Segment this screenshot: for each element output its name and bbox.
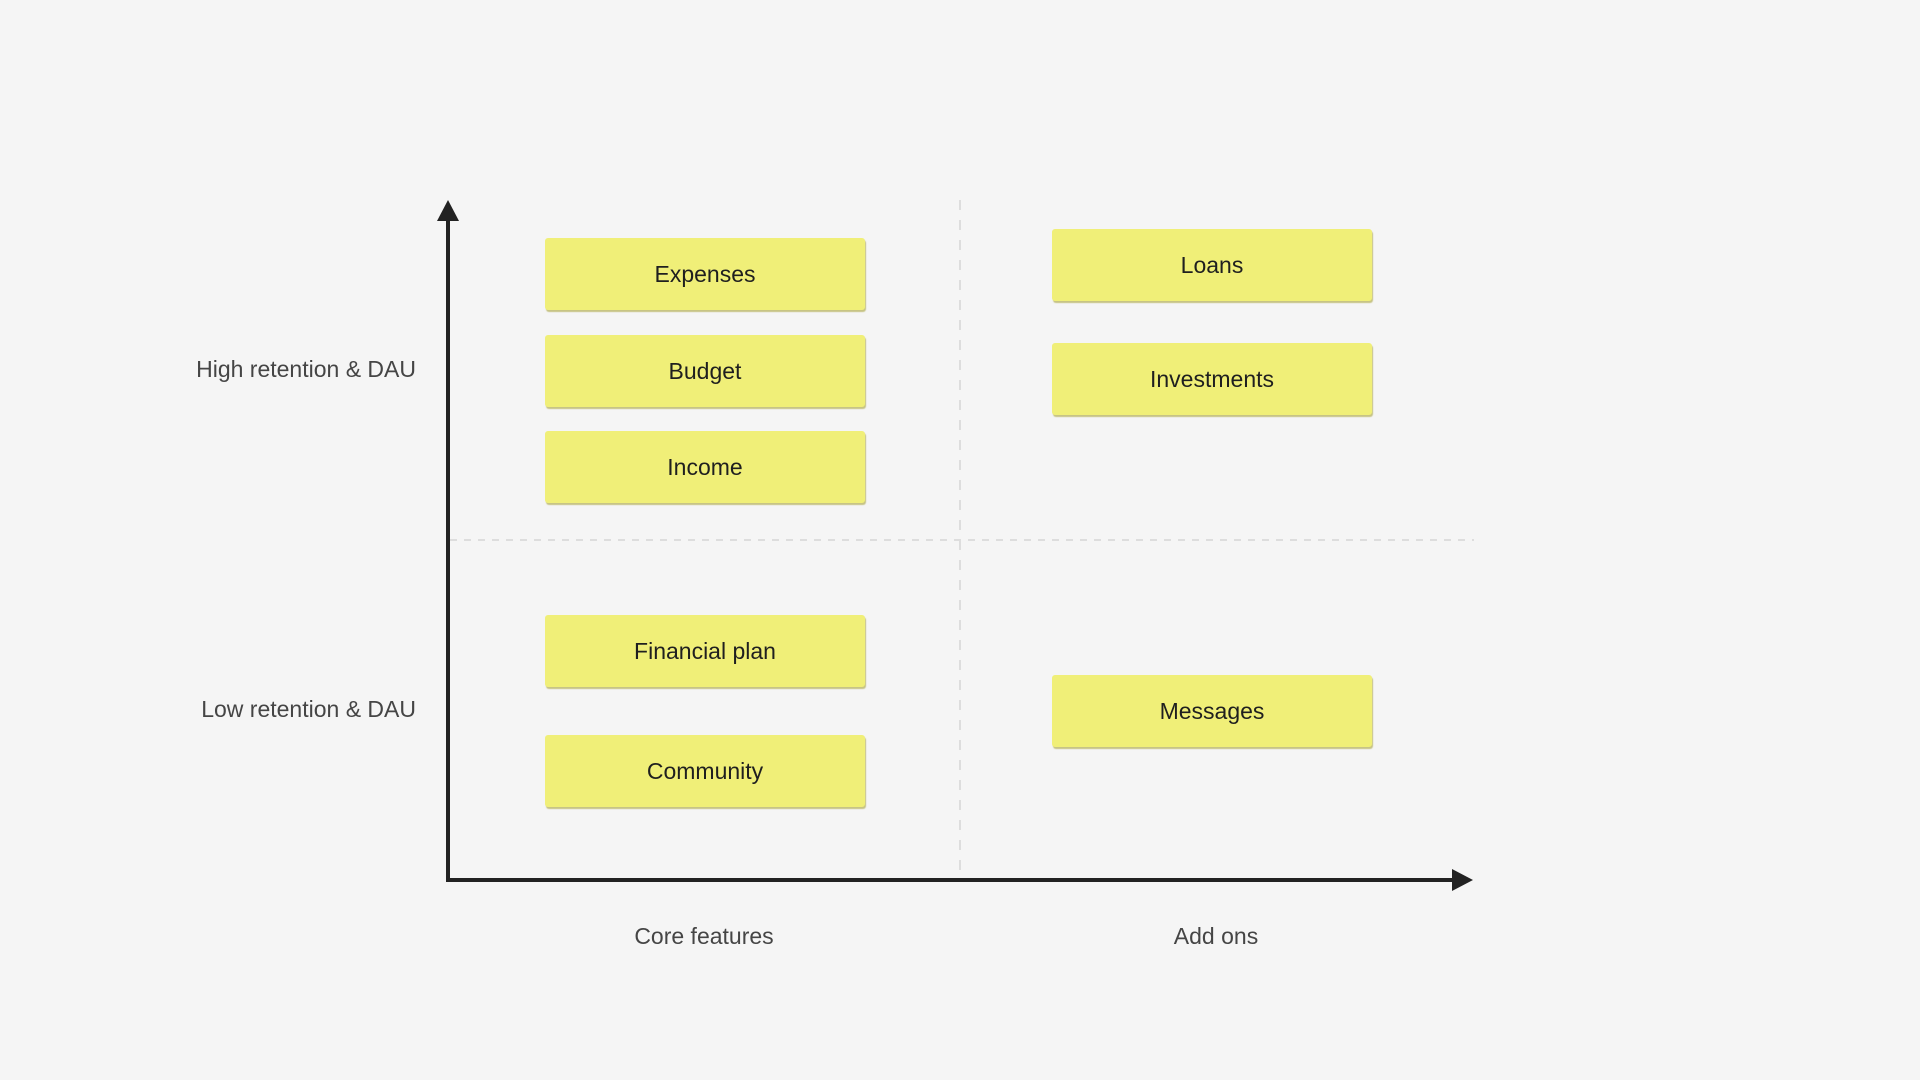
x-axis-arrow-icon [1452, 869, 1473, 891]
sticky-note-loans[interactable]: Loans [1052, 229, 1372, 301]
row-label-low: Low retention & DAU [201, 696, 416, 722]
sticky-note-financial-plan[interactable]: Financial plan [545, 615, 865, 687]
sticky-note-investments[interactable]: Investments [1052, 343, 1372, 415]
sticky-note-community[interactable]: Community [545, 735, 865, 807]
sticky-note-messages[interactable]: Messages [1052, 675, 1372, 747]
sticky-note-income[interactable]: Income [545, 431, 865, 503]
sticky-note-budget[interactable]: Budget [545, 335, 865, 407]
row-label-high: High retention & DAU [196, 356, 416, 382]
sticky-note-expenses[interactable]: Expenses [545, 238, 865, 310]
y-axis-arrow-icon [437, 200, 459, 221]
column-label-core: Core features [634, 923, 774, 949]
column-label-addons: Add ons [1173, 923, 1259, 949]
